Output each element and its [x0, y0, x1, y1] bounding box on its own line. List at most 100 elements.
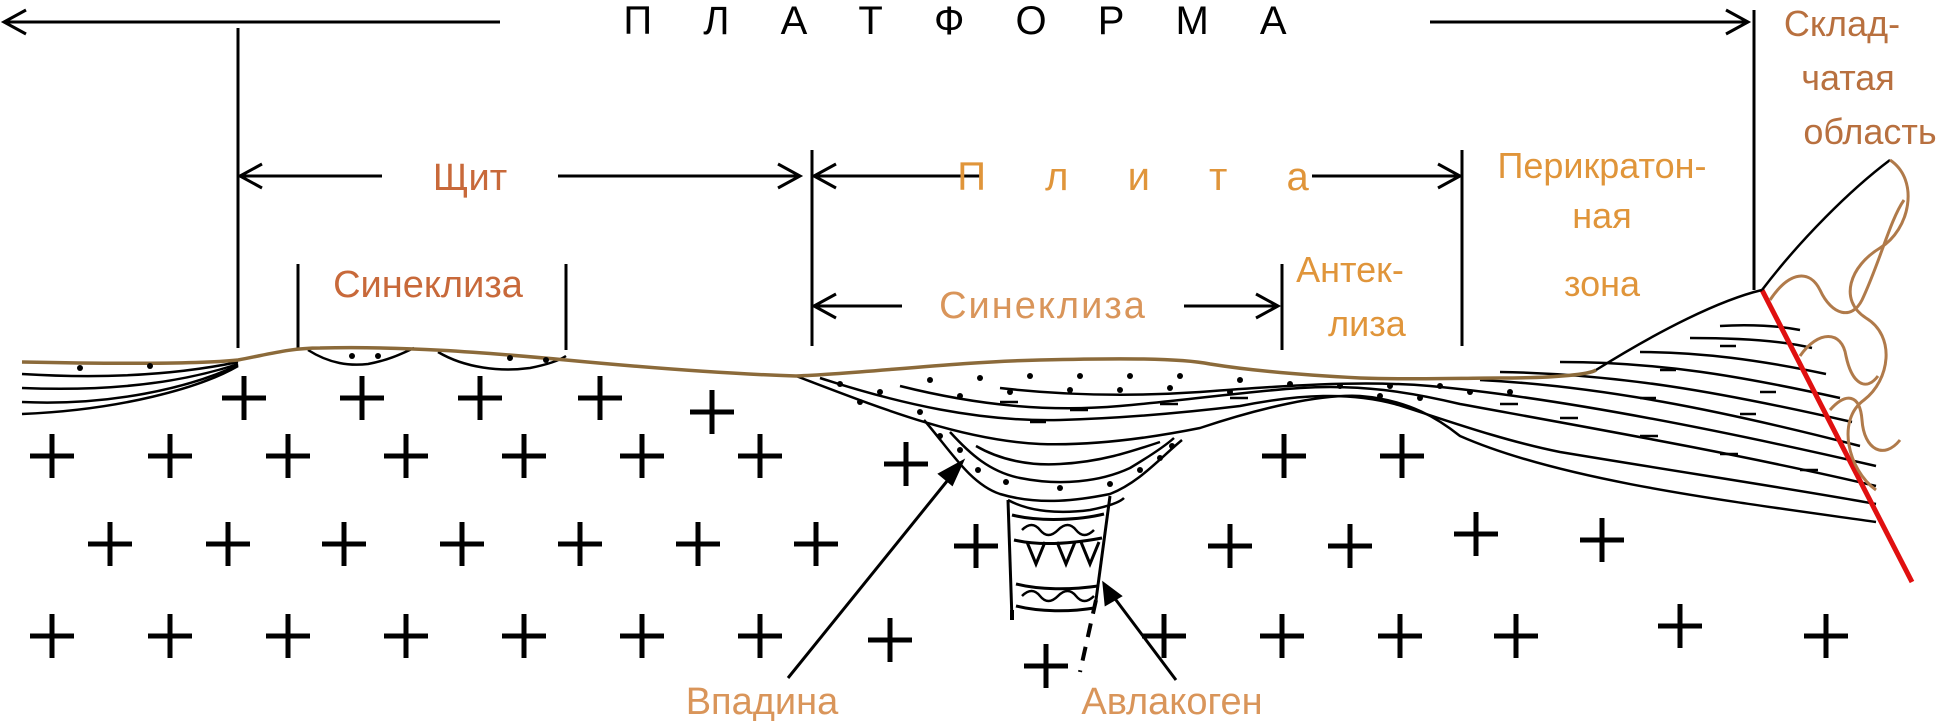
plus-sign-icon — [30, 614, 74, 658]
plus-sign-icon — [1380, 434, 1424, 478]
sand-dot-icon — [1007, 389, 1013, 395]
sand-dot-icon — [543, 357, 549, 363]
sand-dot-icon — [147, 363, 153, 369]
plus-sign-icon — [1328, 524, 1372, 568]
plus-sign-icon — [1378, 614, 1422, 658]
depression-pointer — [786, 458, 966, 679]
sand-dot-icon — [1467, 389, 1473, 395]
plate-arrow — [810, 162, 1464, 190]
sand-dot-icon — [927, 377, 933, 383]
sand-dot-icon — [837, 381, 843, 387]
plus-sign-icon — [384, 434, 428, 478]
plate-label: П л и т а — [957, 155, 1332, 199]
plus-sign-icon — [88, 522, 132, 566]
sand-dot-icon — [975, 467, 981, 473]
folded-label-1: Склад- — [1784, 3, 1900, 44]
plus-sign-icon — [1454, 512, 1498, 556]
plus-sign-icon — [148, 434, 192, 478]
aulacogen-dashed-faults — [1010, 599, 1098, 673]
plus-sign-icon — [458, 376, 502, 420]
plus-sign-icon — [578, 376, 622, 420]
anteclise-label-2: лиза — [1328, 303, 1407, 344]
sand-dot-icon — [349, 353, 355, 359]
sand-dot-icon — [1337, 383, 1343, 389]
depression-basin — [923, 419, 1183, 514]
pericratonic-label-1: Перикратон- — [1497, 145, 1706, 186]
sand-dot-icon — [1157, 455, 1163, 461]
plus-sign-icon — [690, 390, 734, 434]
sand-dot-icon — [977, 375, 983, 381]
sand-dot-icon — [1167, 385, 1173, 391]
plus-sign-icon — [1658, 604, 1702, 648]
sand-dot-icon — [1067, 387, 1073, 393]
plus-sign-icon — [620, 434, 664, 478]
plus-sign-icon — [868, 618, 912, 662]
aulacogen-label: Авлакоген — [1081, 681, 1262, 721]
sand-dot-icon — [1137, 467, 1143, 473]
depression-label: Впадина — [686, 681, 839, 721]
plus-sign-icon — [266, 614, 310, 658]
sand-dot-icon — [957, 393, 963, 399]
sand-dot-icon — [957, 447, 963, 453]
anteclise-label-1: Антек- — [1296, 249, 1404, 290]
plus-sign-icon — [322, 522, 366, 566]
folded-layers — [1768, 158, 1910, 492]
sand-dot-icon — [1177, 373, 1183, 379]
strata-dashes — [1000, 344, 1818, 472]
basement-plus-signs — [30, 376, 1848, 688]
plus-sign-icon — [266, 434, 310, 478]
sand-dot-icon — [1377, 393, 1383, 399]
sand-dot-icon — [877, 389, 883, 395]
sand-dot-icon — [375, 353, 381, 359]
sand-dot-icon — [857, 399, 863, 405]
v-sign-icon — [1055, 541, 1077, 568]
aulacogen-wavy-beds — [1021, 523, 1095, 603]
pericratonic-label-2: ная — [1572, 195, 1631, 236]
plus-sign-icon — [1260, 614, 1304, 658]
craton-boundary-fault — [1759, 288, 1915, 584]
boundary-lines — [236, 10, 1756, 350]
sand-dot-icon — [1107, 481, 1113, 487]
sand-dot-icon — [77, 365, 83, 371]
shield-arrow — [236, 162, 804, 190]
shield-label: Щит — [433, 157, 507, 199]
plus-sign-icon — [148, 614, 192, 658]
plus-sign-icon — [676, 522, 720, 566]
sand-dot-icon — [1237, 377, 1243, 383]
sand-dots — [77, 353, 1513, 491]
sand-dot-icon — [1437, 383, 1443, 389]
plus-sign-icon — [502, 434, 546, 478]
plus-sign-icon — [794, 522, 838, 566]
plus-sign-icon — [1024, 644, 1068, 688]
sand-dot-icon — [1127, 373, 1133, 379]
plus-sign-icon — [1262, 434, 1306, 478]
left-edge-strata — [21, 360, 239, 416]
plus-sign-icon — [1804, 614, 1848, 658]
sand-dot-icon — [507, 355, 513, 361]
plus-sign-icon — [384, 614, 428, 658]
platform-arrow — [0, 8, 1752, 36]
plus-sign-icon — [620, 614, 664, 658]
plus-sign-icon — [1580, 518, 1624, 562]
sand-dot-icon — [1077, 373, 1083, 379]
platform-label: П Л А Т Ф О Р М А — [623, 0, 1306, 43]
sand-dot-icon — [1287, 381, 1293, 387]
sand-dot-icon — [1387, 383, 1393, 389]
plus-sign-icon — [1494, 614, 1538, 658]
plate-cover-strata — [795, 323, 1877, 524]
plus-sign-icon — [1142, 614, 1186, 658]
sand-dot-icon — [1027, 373, 1033, 379]
ground-surface — [21, 345, 1597, 381]
plus-sign-icon — [954, 524, 998, 568]
v-sign-icon — [1025, 541, 1047, 568]
folded-label-3: область — [1803, 111, 1936, 152]
v-sign-icon — [1079, 541, 1101, 568]
sand-dot-icon — [1227, 389, 1233, 395]
plus-sign-icon — [738, 614, 782, 658]
folded-label-2: чатая — [1801, 57, 1895, 98]
syneclise-shield-label: Синеклиза — [333, 264, 524, 306]
plus-sign-icon — [222, 376, 266, 420]
plus-sign-icon — [206, 522, 250, 566]
